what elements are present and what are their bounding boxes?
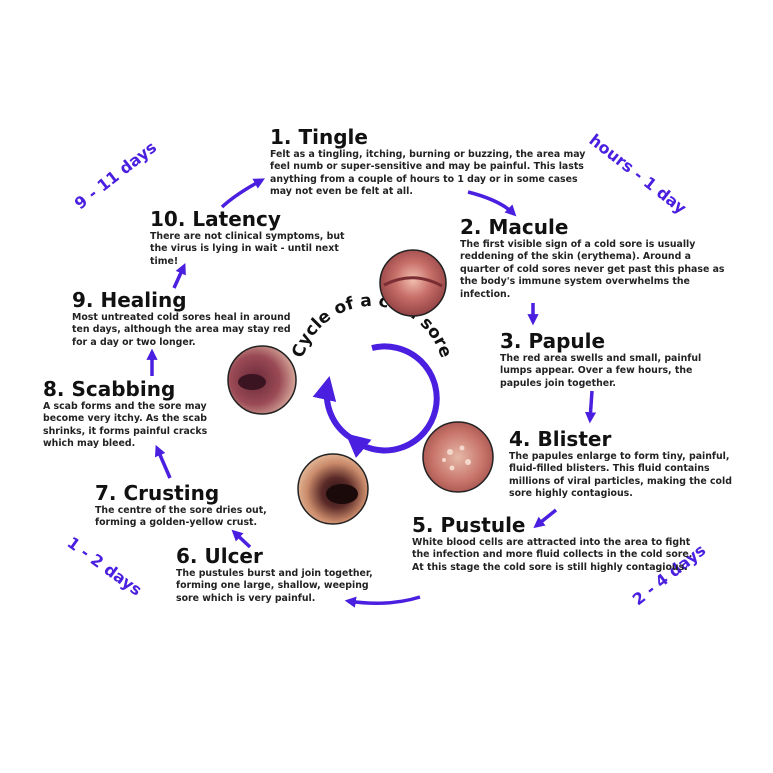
stage-papule: 3. Papule The red area swells and small,… xyxy=(500,330,725,390)
stage-scabbing: 8. Scabbing A scab forms and the sore ma… xyxy=(43,378,233,451)
stage-blister: 4. Blister The papules enlarge to form t… xyxy=(509,428,734,501)
duration-hours-1-day: hours - 1 day xyxy=(586,130,691,218)
stage-macule: 2. Macule The first visible sign of a co… xyxy=(460,216,728,301)
stage-title: 10. Latency xyxy=(150,207,281,231)
stage-title: 5. Pustule xyxy=(412,513,526,537)
stage-pustule: 5. Pustule White blood cells are attract… xyxy=(412,514,694,574)
arrow-pustule-to-ulcer xyxy=(344,595,421,608)
duration-9-11-days: 9 - 11 days xyxy=(71,138,160,214)
macule-photo xyxy=(379,249,447,317)
stage-description: The first visible sign of a cold sore is… xyxy=(460,239,725,300)
arrow-blister-to-pustule xyxy=(533,508,558,529)
arrow-ulcer-to-crusting xyxy=(231,529,252,549)
stage-title: 4. Blister xyxy=(509,427,612,451)
arrow-healing-to-latency xyxy=(172,262,186,289)
stage-tingle: 1. Tingle Felt as a tingling, itching, b… xyxy=(270,126,595,199)
stage-title: 9. Healing xyxy=(72,288,187,312)
duration-1-2-days: 1 - 2 days xyxy=(64,533,146,600)
stage-description: White blood cells are attracted into the… xyxy=(412,537,693,573)
scabbing-photo xyxy=(227,345,297,415)
arrow-papule-to-blister xyxy=(584,390,597,424)
stage-title: 3. Papule xyxy=(500,329,606,353)
stage-description: Most untreated cold sores heal in around… xyxy=(72,312,291,348)
arrow-tingle-to-macule xyxy=(467,190,517,217)
stage-title: 2. Macule xyxy=(460,215,569,239)
stage-description: The red area swells and small, painful l… xyxy=(500,353,702,389)
stage-healing: 9. Healing Most untreated cold sores hea… xyxy=(72,289,302,349)
stage-title: 1. Tingle xyxy=(270,125,368,149)
stage-crusting: 7. Crusting The centre of the sore dries… xyxy=(95,482,295,530)
stage-title: 8. Scabbing xyxy=(43,377,176,401)
stage-description: A scab forms and the sore may become ver… xyxy=(43,401,208,450)
arrow-crusting-to-scabbing xyxy=(154,444,172,479)
stage-description: Felt as a tingling, itching, burning or … xyxy=(270,149,586,198)
stage-latency: 10. Latency There are not clinical sympt… xyxy=(150,208,350,268)
stage-description: The centre of the sore dries out, formin… xyxy=(95,505,267,529)
stage-title: 7. Crusting xyxy=(95,481,220,505)
stage-description: The papules enlarge to form tiny, painfu… xyxy=(509,451,732,500)
stage-description: There are not clinical symptoms, but the… xyxy=(150,231,345,267)
arrow-latency-to-tingle xyxy=(220,178,265,209)
stage-title: 6. Ulcer xyxy=(176,544,263,568)
cycle-circle-arrow-left xyxy=(312,375,353,441)
ulcer-photo xyxy=(297,453,369,525)
cycle-circle-arrow-right xyxy=(345,343,440,459)
stage-ulcer: 6. Ulcer The pustules burst and join tog… xyxy=(176,545,394,605)
blister-photo xyxy=(422,421,494,493)
stage-description: The pustules burst and join together, fo… xyxy=(176,568,373,604)
